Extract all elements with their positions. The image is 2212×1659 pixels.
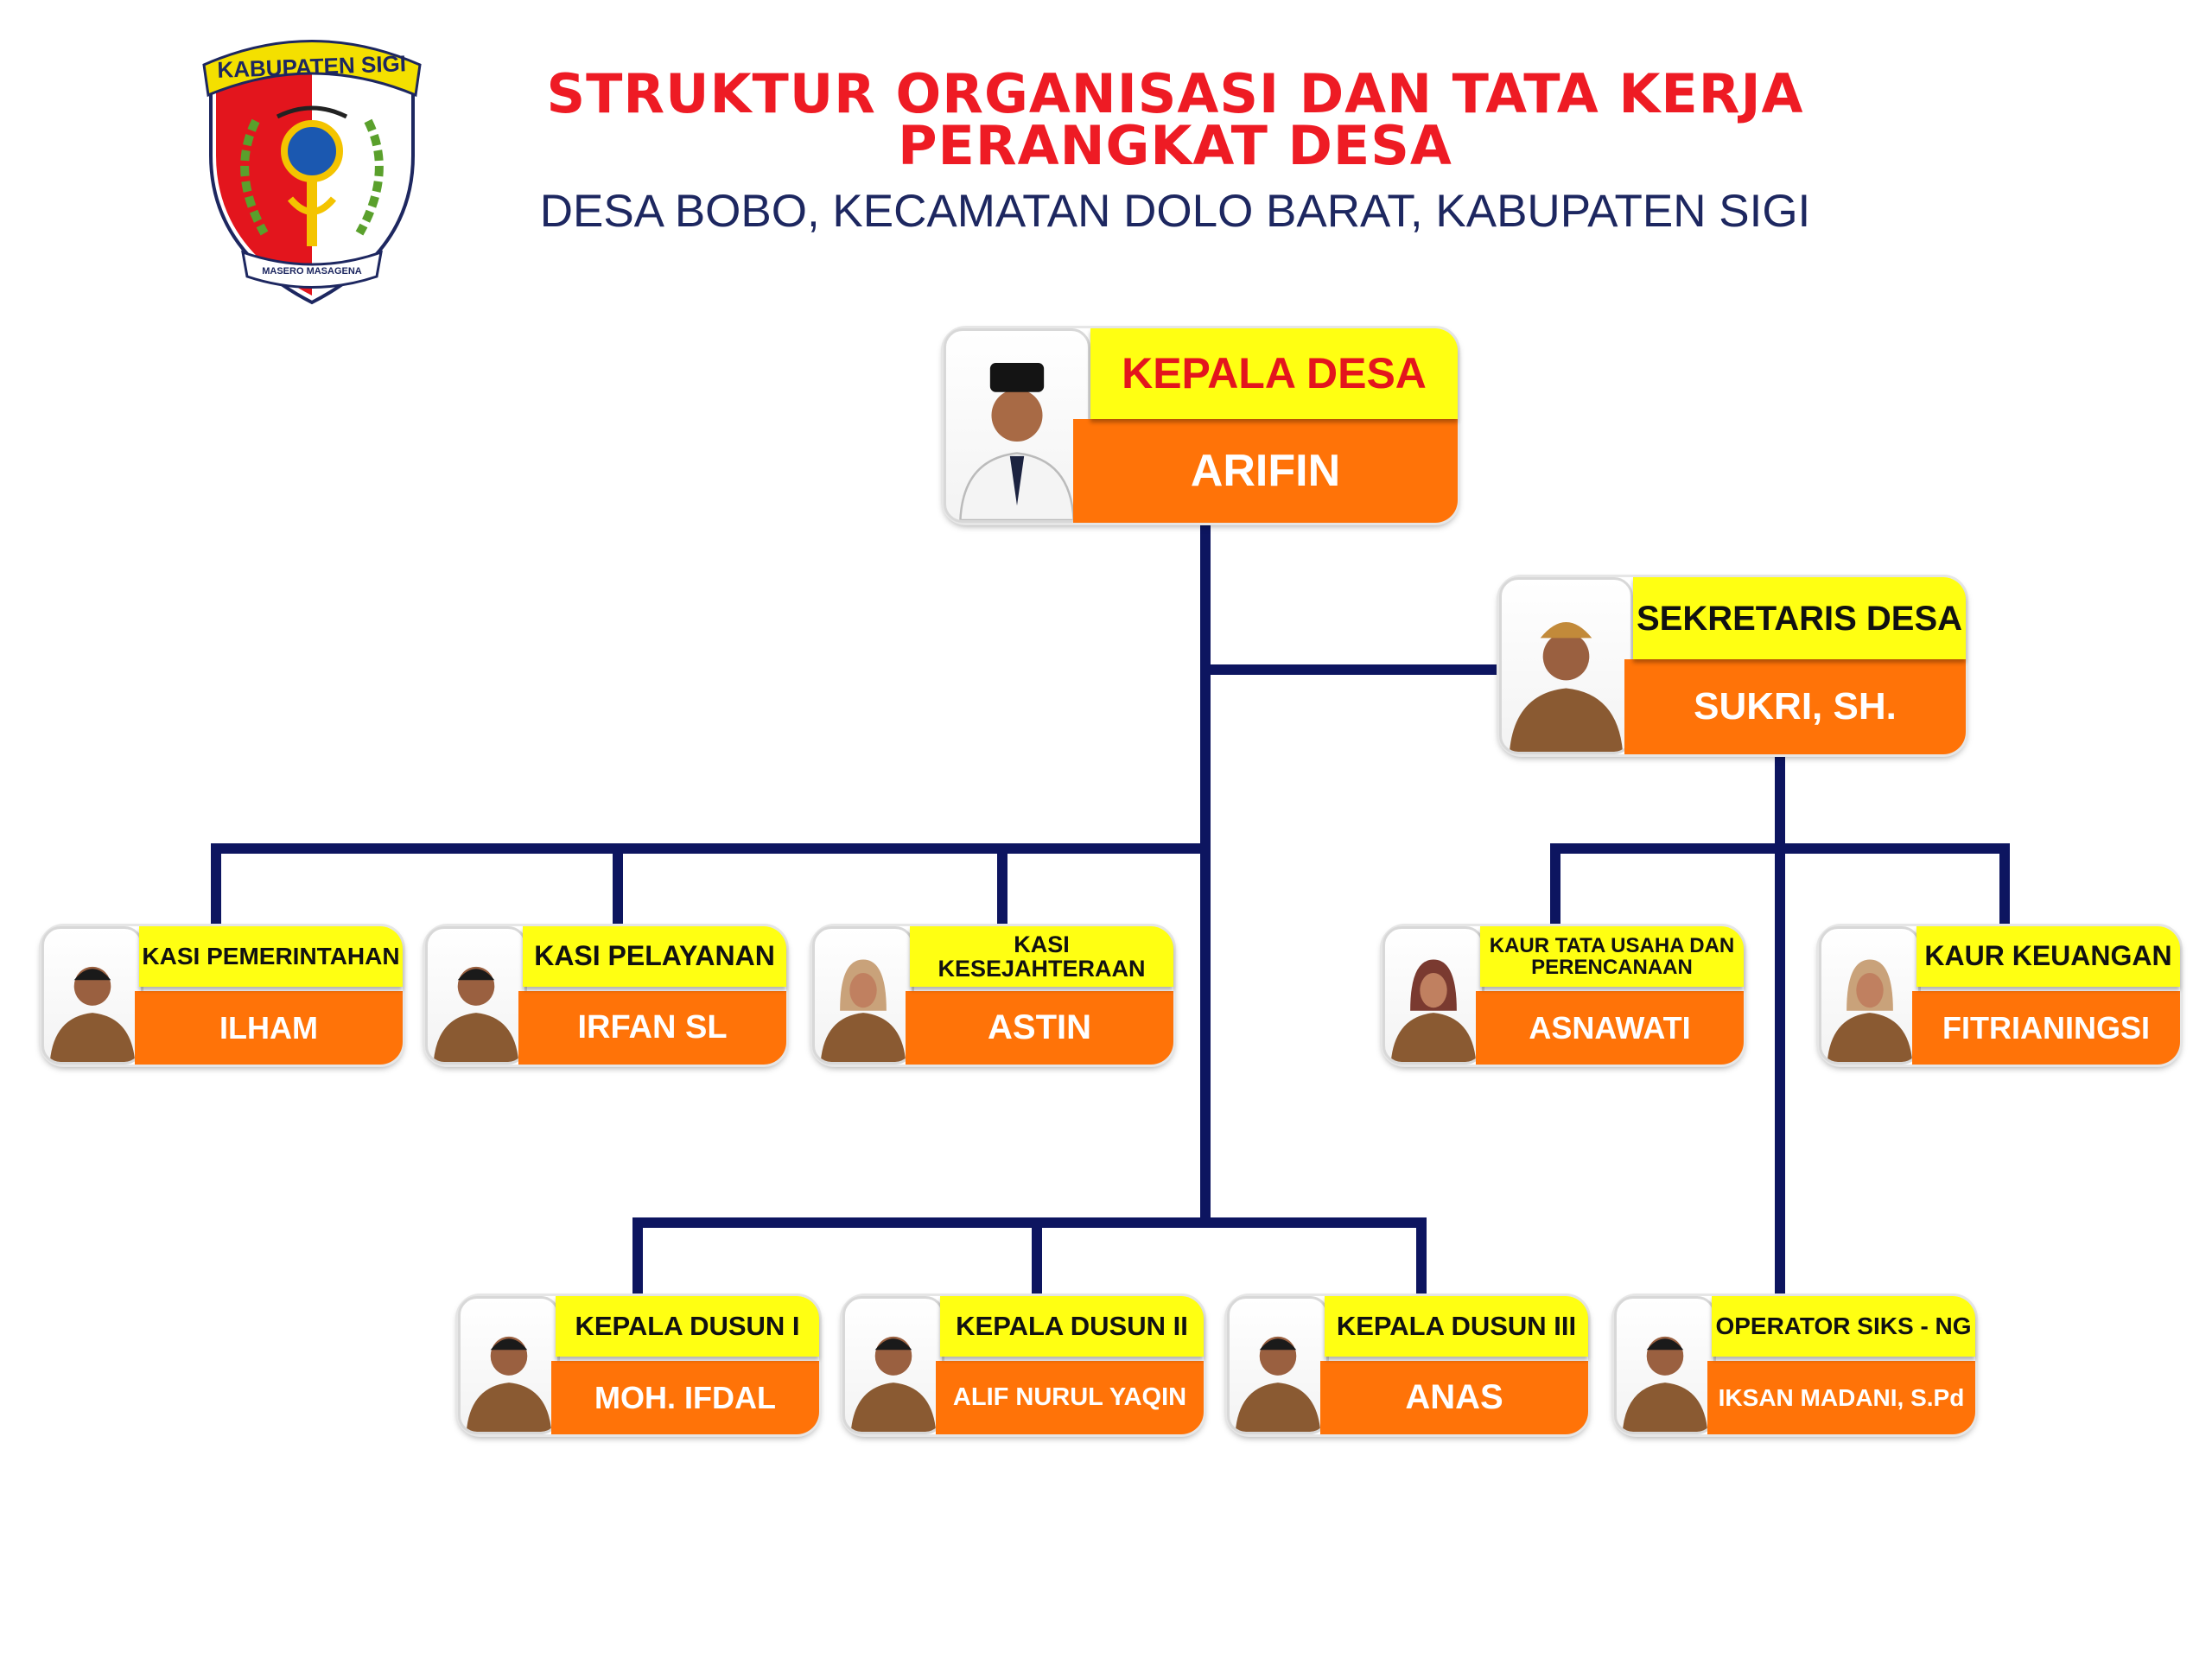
person-portrait-icon bbox=[466, 1336, 552, 1432]
card-kasi-kesejahteraan: KASI KESEJAHTERAAN ASTIN bbox=[810, 924, 1176, 1067]
photo-kaur-tata-usaha bbox=[1382, 926, 1484, 1065]
person-portrait-icon bbox=[850, 1336, 937, 1432]
name-kepala-dusun-2: ALIF NURUL YAQIN bbox=[936, 1361, 1204, 1434]
card-kepala-dusun-3: KEPALA DUSUN III ANAS bbox=[1224, 1294, 1591, 1437]
role-kasi-pemerintahan: KASI PEMERINTAHAN bbox=[139, 926, 403, 987]
role-kepala-dusun-1: KEPALA DUSUN I bbox=[556, 1296, 819, 1357]
person-portrait-icon bbox=[49, 966, 136, 1062]
name-operator: IKSAN MADANI, S.Pd bbox=[1707, 1361, 1975, 1434]
person-portrait-icon bbox=[1827, 959, 1913, 1062]
name-kepala-dusun-1: MOH. IFDAL bbox=[551, 1361, 819, 1434]
role-sekretaris-desa: SEKRETARIS DESA bbox=[1633, 577, 1966, 659]
kabupaten-sigi-logo: KABUPATEN SIGI MASERO MASAGENA bbox=[202, 40, 422, 305]
role-kepala-dusun-2: KEPALA DUSUN II bbox=[940, 1296, 1204, 1357]
page-title-line1: STRUKTUR ORGANISASI DAN TATA KERJA bbox=[546, 62, 1804, 125]
photo-sekretaris-desa bbox=[1499, 577, 1633, 754]
name-kaur-tata-usaha: ASNAWATI bbox=[1476, 991, 1744, 1065]
person-portrait-icon bbox=[1622, 1336, 1708, 1432]
person-portrait-icon bbox=[959, 363, 1075, 520]
person-portrait-icon bbox=[820, 959, 906, 1062]
person-portrait-icon bbox=[1235, 1336, 1321, 1432]
role-kasi-pelayanan: KASI PELAYANAN bbox=[523, 926, 786, 987]
logo-bottom-text: MASERO MASAGENA bbox=[262, 266, 362, 276]
card-kepala-dusun-2: KEPALA DUSUN II ALIF NURUL YAQIN bbox=[840, 1294, 1206, 1437]
name-kepala-dusun-3: ANAS bbox=[1320, 1361, 1588, 1434]
card-kasi-pemerintahan: KASI PEMERINTAHAN ILHAM bbox=[39, 924, 405, 1067]
role-kaur-tata-usaha: KAUR TATA USAHA DAN PERENCANAAN bbox=[1480, 926, 1744, 987]
card-kaur-keuangan: KAUR KEUANGAN FITRIANINGSI bbox=[1816, 924, 2183, 1067]
card-kepala-dusun-1: KEPALA DUSUN I MOH. IFDAL bbox=[455, 1294, 822, 1437]
photo-kepala-dusun-2 bbox=[842, 1296, 944, 1434]
photo-kepala-desa bbox=[944, 328, 1090, 523]
role-kepala-desa: KEPALA DESA bbox=[1090, 328, 1458, 419]
photo-kasi-kesejahteraan bbox=[812, 926, 914, 1065]
card-operator: OPERATOR SIKS - NG IKSAN MADANI, S.Pd bbox=[1611, 1294, 1978, 1437]
role-kaur-keuangan: KAUR KEUANGAN bbox=[1916, 926, 2180, 987]
card-kasi-pelayanan: KASI PELAYANAN IRFAN SL bbox=[423, 924, 789, 1067]
card-kaur-tata-usaha: KAUR TATA USAHA DAN PERENCANAAN ASNAWATI bbox=[1380, 924, 1746, 1067]
card-kepala-desa: KEPALA DESA ARIFIN bbox=[941, 326, 1460, 525]
photo-kaur-keuangan bbox=[1819, 926, 1921, 1065]
card-sekretaris-desa: SEKRETARIS DESA SUKRI, SH. bbox=[1497, 575, 1968, 757]
name-kasi-pemerintahan: ILHAM bbox=[135, 991, 403, 1065]
photo-kepala-dusun-3 bbox=[1227, 1296, 1329, 1434]
name-kepala-desa: ARIFIN bbox=[1073, 419, 1458, 523]
photo-operator bbox=[1614, 1296, 1716, 1434]
name-kaur-keuangan: FITRIANINGSI bbox=[1912, 991, 2180, 1065]
role-kasi-kesejahteraan: KASI KESEJAHTERAAN bbox=[910, 926, 1173, 987]
person-portrait-icon bbox=[433, 966, 519, 1062]
name-sekretaris-desa: SUKRI, SH. bbox=[1624, 659, 1966, 754]
photo-kasi-pemerintahan bbox=[41, 926, 143, 1065]
page-title-line2: PERANGKAT DESA bbox=[898, 114, 1452, 177]
person-portrait-icon bbox=[1509, 621, 1624, 752]
page-subtitle: DESA BOBO, KECAMATAN DOLO BARAT, KABUPAT… bbox=[539, 186, 1811, 237]
photo-kepala-dusun-1 bbox=[458, 1296, 560, 1434]
name-kasi-pelayanan: IRFAN SL bbox=[518, 991, 786, 1065]
person-portrait-icon bbox=[1390, 959, 1477, 1062]
photo-kasi-pelayanan bbox=[425, 926, 527, 1065]
role-kepala-dusun-3: KEPALA DUSUN III bbox=[1325, 1296, 1588, 1357]
role-operator: OPERATOR SIKS - NG bbox=[1712, 1296, 1975, 1357]
name-kasi-kesejahteraan: ASTIN bbox=[906, 991, 1173, 1065]
